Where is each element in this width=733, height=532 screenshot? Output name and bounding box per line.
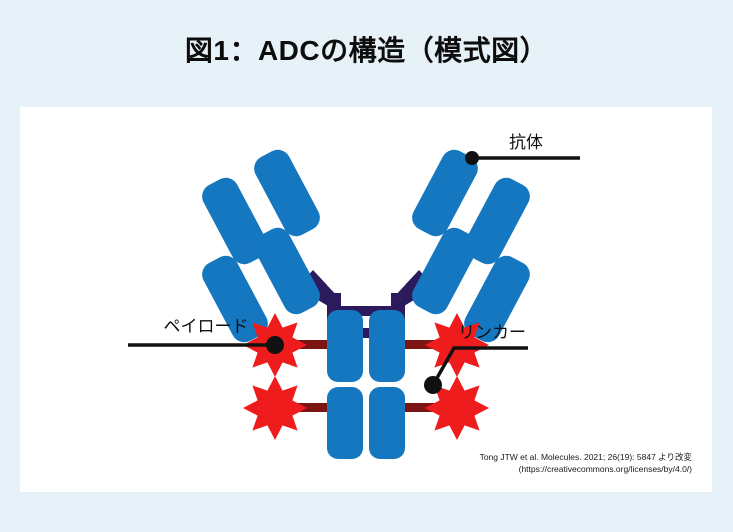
antibody-left-arm [202, 149, 320, 343]
adc-structure-diagram: 抗体 ペイロード リンカー [128, 133, 580, 459]
linker-label: リンカー [458, 323, 526, 342]
linker-callout [424, 346, 528, 394]
payload-label: ペイロード [164, 317, 249, 336]
page-title: 図1：ADCの構造（模式図） [184, 35, 549, 66]
figure-credit: Tong JTW et al. Molecules. 2021; 26(19):… [479, 452, 692, 462]
antibody-fc-region [327, 310, 405, 459]
antibody-right-arm [412, 149, 530, 343]
antibody-callout [465, 151, 580, 165]
figure-license: (https://creativecommons.org/licenses/by… [518, 464, 692, 474]
figure-panel: 抗体 ペイロード リンカー Tong JTW et al. Molecules.… [20, 107, 712, 492]
payload-callout [128, 336, 284, 354]
antibody-label: 抗体 [509, 133, 543, 152]
